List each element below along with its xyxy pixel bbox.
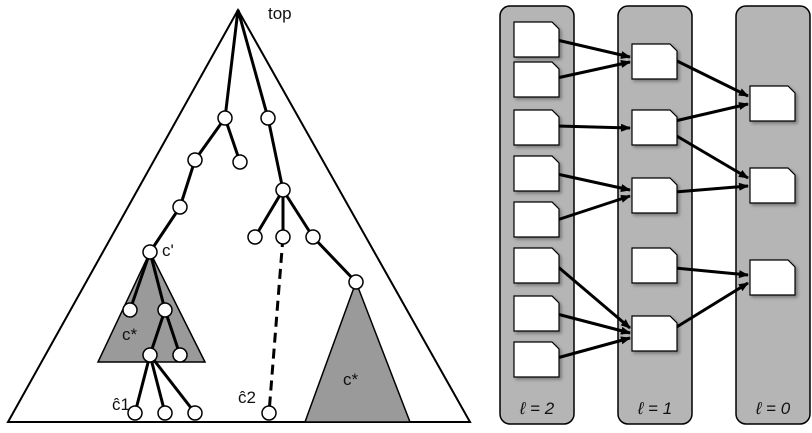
root-label: top — [268, 4, 292, 23]
leaf-c2-label: ĉ2 — [238, 388, 256, 407]
tree-leaf-c2 — [261, 405, 277, 421]
page-icon — [513, 201, 560, 238]
subtree-right-label: c* — [343, 370, 359, 389]
page-arrows — [556, 38, 749, 360]
tree-node — [172, 199, 188, 215]
tree-node — [232, 154, 248, 170]
tree-node — [247, 229, 263, 245]
tree-leaf — [187, 405, 203, 421]
page-icon — [749, 259, 796, 296]
outer-triangle — [6, 7, 472, 423]
tree-leaf — [157, 405, 173, 421]
tree-diagram: top c' c* c* ĉ1 ĉ2 — [6, 4, 472, 423]
tree-node — [275, 229, 291, 245]
page-icon — [749, 85, 796, 122]
c-prime-label: c' — [162, 241, 174, 260]
page-icon — [513, 341, 560, 378]
page-icon — [631, 315, 678, 352]
panel-level-0 — [735, 5, 811, 425]
page-icon — [631, 247, 678, 284]
level-1-label: ℓ = 1 — [637, 399, 672, 418]
page-icon — [513, 61, 560, 98]
page-icon — [749, 167, 796, 204]
tree-node — [157, 302, 173, 318]
level-0-label: ℓ = 0 — [755, 399, 791, 418]
tree-node — [275, 182, 291, 198]
tree-node — [122, 302, 138, 318]
dashed-edge — [267, 236, 285, 414]
tree-node — [260, 110, 276, 126]
tree-node — [142, 347, 158, 363]
pages — [513, 21, 796, 378]
page-icon — [631, 177, 678, 214]
page-icon — [631, 109, 678, 146]
subtree-right — [303, 279, 412, 423]
tree-node — [348, 274, 364, 290]
level-2-label: ℓ = 2 — [519, 399, 555, 418]
tree-leaf-c1 — [127, 405, 143, 421]
page-icon — [513, 109, 560, 146]
tree-node — [305, 229, 321, 245]
page-icon — [513, 155, 560, 192]
page-icon — [513, 247, 560, 284]
tree-node — [217, 110, 233, 126]
page-icon — [513, 21, 560, 58]
page-icon — [513, 295, 560, 332]
tree-node-c-prime — [142, 244, 158, 260]
tree-edges — [128, 9, 358, 414]
subtree-left-label: c* — [122, 325, 138, 344]
tree-nodes — [122, 110, 364, 421]
tree-node — [172, 347, 188, 363]
page-icon — [631, 43, 678, 80]
tree-node — [187, 152, 203, 168]
leaf-c1-label: ĉ1 — [112, 395, 130, 414]
